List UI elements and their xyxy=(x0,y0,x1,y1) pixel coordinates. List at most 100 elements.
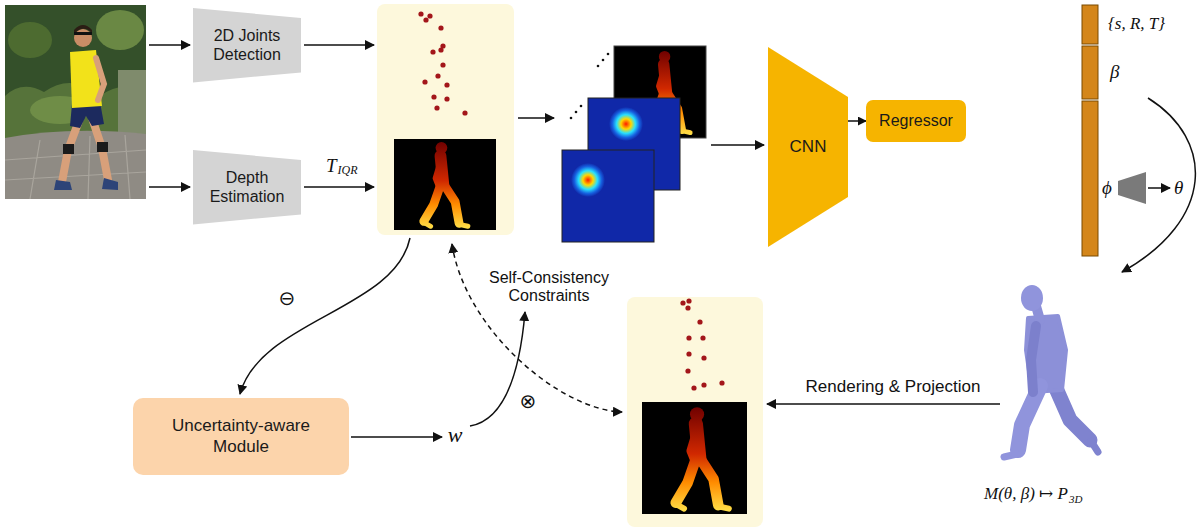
node-shape xyxy=(193,150,301,224)
heatmap-stack xyxy=(597,65,600,68)
node-text: Uncertainty-aware Module xyxy=(146,416,336,457)
param-label: θ xyxy=(1174,177,1183,199)
trapezoid-shape xyxy=(193,150,301,224)
keypoint-dot xyxy=(686,335,691,340)
keypoint-dot xyxy=(444,82,449,87)
body-mesh xyxy=(1021,285,1043,311)
input-photo xyxy=(63,144,74,154)
node-text: Regressor xyxy=(879,111,953,130)
trapezoid-shape xyxy=(193,8,301,82)
trapezoid-shape xyxy=(768,47,848,247)
input-photo xyxy=(118,70,146,140)
input-photo xyxy=(62,118,80,182)
heatmap-stack xyxy=(570,117,573,120)
heatmap-stack xyxy=(607,53,610,56)
input-photo xyxy=(8,22,52,58)
math-symbol: T xyxy=(326,155,337,177)
flow-arrow xyxy=(1148,187,1170,189)
body-mesh xyxy=(1004,285,1098,457)
body-mesh xyxy=(1055,386,1090,440)
node-text: Depth Estimation xyxy=(201,168,293,206)
body-mesh xyxy=(1004,454,1017,457)
keypoint-dot xyxy=(686,298,691,303)
keypoint-dots xyxy=(680,298,724,390)
keypoint-dot xyxy=(701,382,706,387)
box-shape xyxy=(866,100,966,142)
flow-arrow xyxy=(518,117,554,119)
param-label: {s, R, T} xyxy=(1108,14,1165,34)
input-photo xyxy=(54,180,72,190)
operator-symbol: ⊖ xyxy=(279,287,296,310)
keypoint-dots xyxy=(418,11,467,115)
keypoint-dot xyxy=(701,355,706,360)
arrow-label: Rendering & Projection xyxy=(806,377,981,397)
keypoint-dot xyxy=(422,79,427,84)
rendered-panel xyxy=(676,407,729,508)
param-label: ϕ xyxy=(1102,177,1112,199)
keypoint-dot xyxy=(434,105,439,110)
flow-arrow xyxy=(240,238,410,394)
flow-connector xyxy=(848,120,866,122)
parameter-bars xyxy=(1082,46,1098,99)
keypoint-dot xyxy=(462,110,467,115)
heatmap-stack xyxy=(571,163,605,197)
heatmap-stack xyxy=(562,46,706,242)
keypoint-dot xyxy=(691,385,696,390)
keypoint-dot xyxy=(418,11,423,16)
body-mesh xyxy=(1091,441,1098,452)
keypoint-dot xyxy=(700,335,705,340)
body-mesh xyxy=(1026,316,1066,392)
operator-symbol: ⊗ xyxy=(520,390,537,413)
constraint-label: Self-Consistency Constraints xyxy=(469,269,629,306)
heatmap-stack xyxy=(602,59,605,62)
keypoint-dot xyxy=(438,25,443,30)
keypoint-dot xyxy=(427,13,432,18)
node-text: 2D Joints Detection xyxy=(201,26,293,64)
input-panel xyxy=(424,142,468,226)
keypoint-dot xyxy=(438,47,443,52)
heatmap-stack xyxy=(575,111,578,114)
keypoint-dot xyxy=(680,300,685,305)
keypoint-dot xyxy=(430,49,435,54)
rendered-panel xyxy=(627,297,763,527)
input-photo xyxy=(97,142,108,152)
body-mesh xyxy=(1031,326,1036,392)
flow-arrow xyxy=(767,403,1000,405)
keypoint-dot xyxy=(423,17,428,22)
keypoint-dot xyxy=(444,96,449,101)
formula-label: M(θ, β) ↦ P xyxy=(984,484,1068,504)
keypoint-dot xyxy=(440,62,445,67)
input-panel xyxy=(394,139,496,230)
param-label: β xyxy=(1110,61,1119,83)
rendered-panel xyxy=(627,297,763,527)
parameter-bars xyxy=(1082,101,1098,256)
decoder-symbol xyxy=(1118,172,1146,204)
flow-arrow xyxy=(711,144,764,146)
input-photo xyxy=(5,135,146,199)
input-panel xyxy=(377,4,514,235)
input-panel xyxy=(377,4,514,235)
heatmap-stack xyxy=(562,150,654,242)
flow-arrow xyxy=(304,44,374,46)
input-photo xyxy=(74,32,92,35)
estimator-box: Depth Estimation xyxy=(193,150,301,224)
body-mesh xyxy=(1018,386,1040,450)
flow-arrow xyxy=(149,186,190,188)
keypoint-dot xyxy=(431,94,436,99)
math-subscript: 3D xyxy=(1069,493,1082,506)
keypoint-dot xyxy=(685,305,690,310)
regressor-box: Regressor xyxy=(866,100,966,142)
node-shape xyxy=(193,8,301,82)
keypoint-dot xyxy=(685,368,690,373)
node-text: CNN xyxy=(790,137,827,157)
input-photo xyxy=(74,29,92,47)
flow-arrow xyxy=(351,436,442,438)
flow-arrow xyxy=(149,44,190,46)
detector-box: 2D Joints Detection xyxy=(193,8,301,82)
input-photo xyxy=(102,178,118,190)
weight-symbol: w xyxy=(448,422,463,447)
input-photo xyxy=(5,5,146,199)
parameter-bars xyxy=(1082,5,1098,44)
flow-arrow xyxy=(470,312,525,426)
